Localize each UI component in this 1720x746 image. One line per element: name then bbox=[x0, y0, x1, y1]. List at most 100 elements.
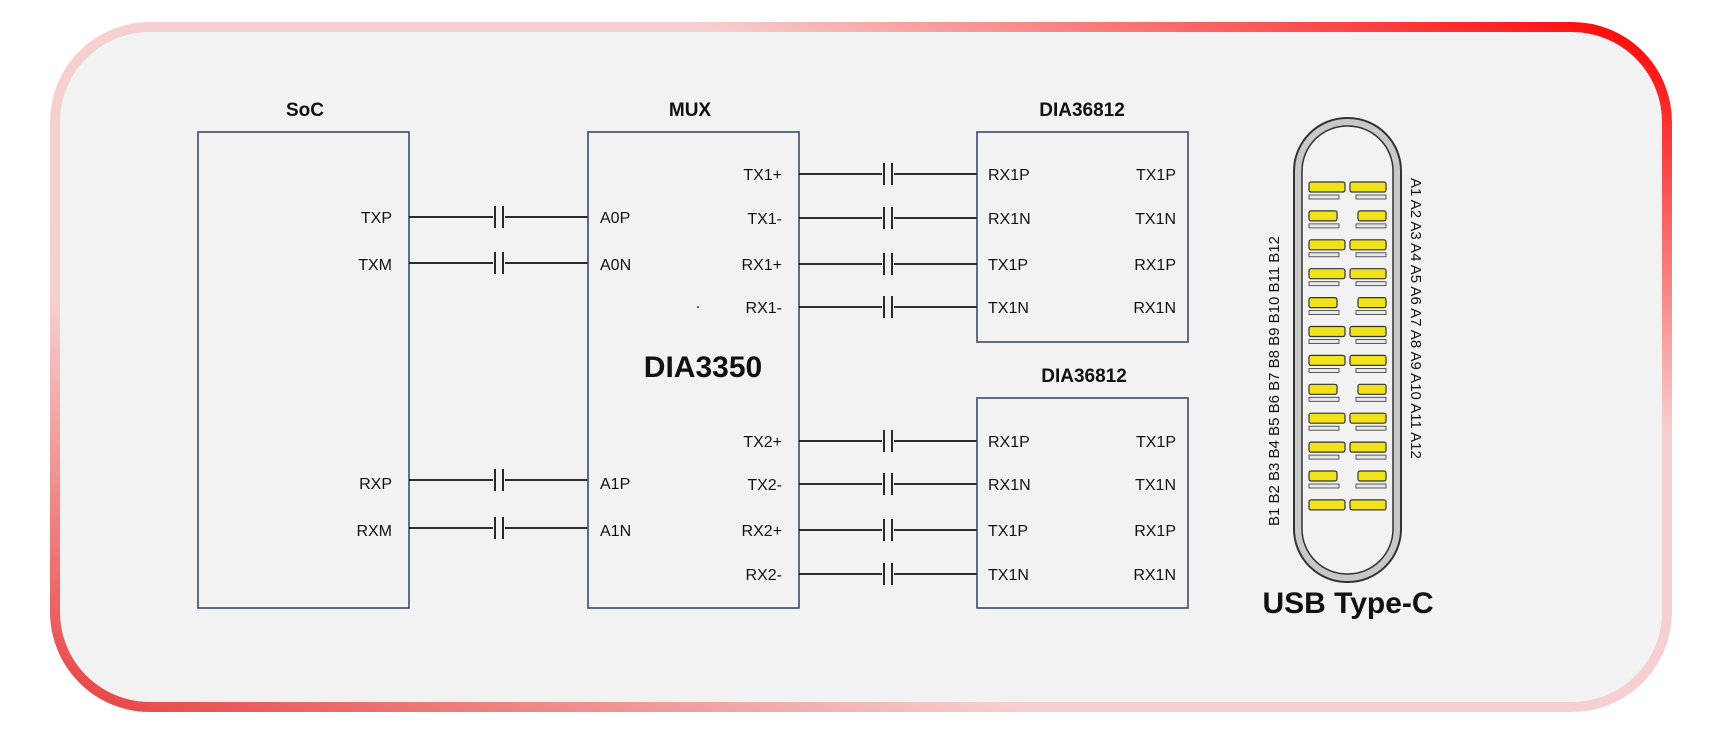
link-rxm-a1n bbox=[409, 517, 588, 539]
rt-left-pin-3: TX1P bbox=[988, 257, 1028, 274]
soc-mux-links bbox=[409, 206, 588, 539]
soc-pin-rxp: RXP bbox=[359, 476, 392, 493]
link-rxp-a1p bbox=[409, 469, 588, 491]
usb-contact-gap-a bbox=[1355, 425, 1387, 431]
mux-pin-rx2p: RX2+ bbox=[742, 523, 782, 540]
usb-contact-gap-a bbox=[1355, 339, 1387, 344]
rt-right-pin-4: RX1N bbox=[1133, 300, 1176, 317]
usb-contact-a10 bbox=[1349, 441, 1387, 453]
mux-pin-rx1n: RX1- bbox=[746, 300, 782, 317]
usb-contact-gap-b bbox=[1308, 223, 1340, 229]
usb-contact-a7 bbox=[1349, 354, 1387, 366]
redriver-bottom-box bbox=[976, 397, 1189, 609]
rt-left-pin-1: RX1P bbox=[988, 167, 1030, 184]
usb-contact-a5 bbox=[1357, 297, 1387, 309]
rb-left-pin-2: RX1N bbox=[988, 477, 1031, 494]
usb-contact-b4 bbox=[1308, 412, 1346, 424]
link-row-8 bbox=[799, 563, 977, 585]
usb-contact-gap-b bbox=[1308, 483, 1340, 489]
usb-contact-gap-a bbox=[1355, 223, 1387, 229]
mux-pin-rx1p: RX1+ bbox=[742, 257, 782, 274]
usb-contact-b5 bbox=[1308, 383, 1338, 395]
usb-contact-a4 bbox=[1349, 268, 1387, 280]
usb-shell-inner bbox=[1301, 125, 1394, 575]
usb-contact-gap-b bbox=[1308, 367, 1340, 373]
usb-contact-gap-b bbox=[1308, 396, 1340, 402]
usb-contact-b12 bbox=[1308, 181, 1346, 193]
usb-contact-gap-a bbox=[1355, 194, 1387, 200]
link-row-4 bbox=[799, 296, 977, 318]
usb-contact-b11 bbox=[1308, 210, 1338, 222]
mux-redriver-links bbox=[799, 163, 977, 585]
usb-contact-a6 bbox=[1349, 325, 1387, 338]
usb-b-row-labels: B1 B2 B3 B4 B5 B6 B7 B8 B9 B10 B11 B12 bbox=[1266, 236, 1283, 526]
usb-contact-gap-a bbox=[1355, 454, 1387, 460]
link-row-2 bbox=[799, 207, 977, 229]
mux-pin-tx1n: TX1- bbox=[747, 211, 782, 228]
usb-contact-gap-a bbox=[1355, 396, 1387, 402]
link-row-7 bbox=[799, 519, 977, 541]
usb-contact-gap-b bbox=[1308, 281, 1340, 287]
usb-contact-gap-b bbox=[1308, 310, 1340, 316]
rb-left-pin-4: TX1N bbox=[988, 567, 1029, 584]
rt-left-pin-2: RX1N bbox=[988, 211, 1031, 228]
mux-pin-a0n: A0N bbox=[600, 257, 631, 274]
usb-contact-b3 bbox=[1308, 441, 1346, 453]
rb-right-pin-2: TX1N bbox=[1135, 477, 1176, 494]
mux-dot: . bbox=[696, 295, 700, 312]
soc-title: SoC bbox=[286, 100, 324, 121]
rt-right-pin-3: RX1P bbox=[1134, 257, 1176, 274]
usb-contact-a11 bbox=[1357, 470, 1387, 482]
link-row-5 bbox=[799, 430, 977, 452]
usb-contact-b7 bbox=[1308, 325, 1346, 338]
mux-pin-a0p: A0P bbox=[600, 210, 630, 227]
mux-pin-tx2p: TX2+ bbox=[743, 434, 782, 451]
mux-box bbox=[587, 131, 800, 609]
usb-a-row-labels: A1 A2 A3 A4 A5 A6 A7 A8 A9 A10 A11 A12 bbox=[1407, 178, 1424, 459]
usb-contact-a3 bbox=[1349, 239, 1387, 251]
mux-pin-a1n: A1N bbox=[600, 523, 631, 540]
rb-left-pin-3: TX1P bbox=[988, 523, 1028, 540]
usb-contact-a12 bbox=[1349, 499, 1387, 511]
usb-contact-gap-b bbox=[1308, 339, 1340, 344]
mux-chip-name: DIA3350 bbox=[644, 351, 762, 384]
link-txm-a0n bbox=[409, 252, 588, 274]
mux-pin-tx2n: TX2- bbox=[747, 477, 782, 494]
redriver-top-title: DIA36812 bbox=[1039, 100, 1125, 121]
usb-contact-gap-b bbox=[1308, 454, 1340, 460]
rt-right-pin-1: TX1P bbox=[1136, 167, 1176, 184]
link-row-3 bbox=[799, 253, 977, 275]
usb-pin-array bbox=[1308, 181, 1387, 511]
usb-contact-gap-b bbox=[1308, 252, 1340, 258]
rb-right-pin-3: RX1P bbox=[1134, 523, 1176, 540]
soc-pin-rxm: RXM bbox=[356, 523, 392, 540]
rt-left-pin-4: TX1N bbox=[988, 300, 1029, 317]
soc-pin-txp: TXP bbox=[361, 210, 392, 227]
usb-contact-b10 bbox=[1308, 239, 1346, 251]
usb-contact-b1 bbox=[1308, 499, 1346, 511]
usb-contact-b8 bbox=[1308, 297, 1338, 309]
usb-type-c-connector bbox=[1293, 117, 1402, 583]
rb-left-pin-1: RX1P bbox=[988, 434, 1030, 451]
usb-contact-a8 bbox=[1357, 383, 1387, 395]
usb-contact-b6 bbox=[1308, 354, 1346, 366]
link-row-6 bbox=[799, 473, 977, 495]
usb-contact-gap-a bbox=[1355, 310, 1387, 316]
usb-contact-a9 bbox=[1349, 412, 1387, 424]
usb-contact-b9 bbox=[1308, 268, 1346, 280]
usb-contact-a1 bbox=[1349, 181, 1387, 193]
rb-right-pin-4: RX1N bbox=[1133, 567, 1176, 584]
mux-pin-a1p: A1P bbox=[600, 476, 630, 493]
soc-pin-txm: TXM bbox=[358, 257, 392, 274]
redriver-top-box bbox=[976, 131, 1189, 343]
mux-pin-tx1p: TX1+ bbox=[743, 167, 782, 184]
usb-contact-a2 bbox=[1357, 210, 1387, 222]
usb-contact-b2 bbox=[1308, 470, 1338, 482]
mux-title: MUX bbox=[669, 100, 712, 121]
usb-label: USB Type-C bbox=[1262, 587, 1433, 620]
link-txp-a0p bbox=[409, 206, 588, 228]
usb-contact-gap-a bbox=[1355, 252, 1387, 258]
link-row-1 bbox=[799, 163, 977, 185]
usb-contact-gap-a bbox=[1355, 367, 1387, 373]
